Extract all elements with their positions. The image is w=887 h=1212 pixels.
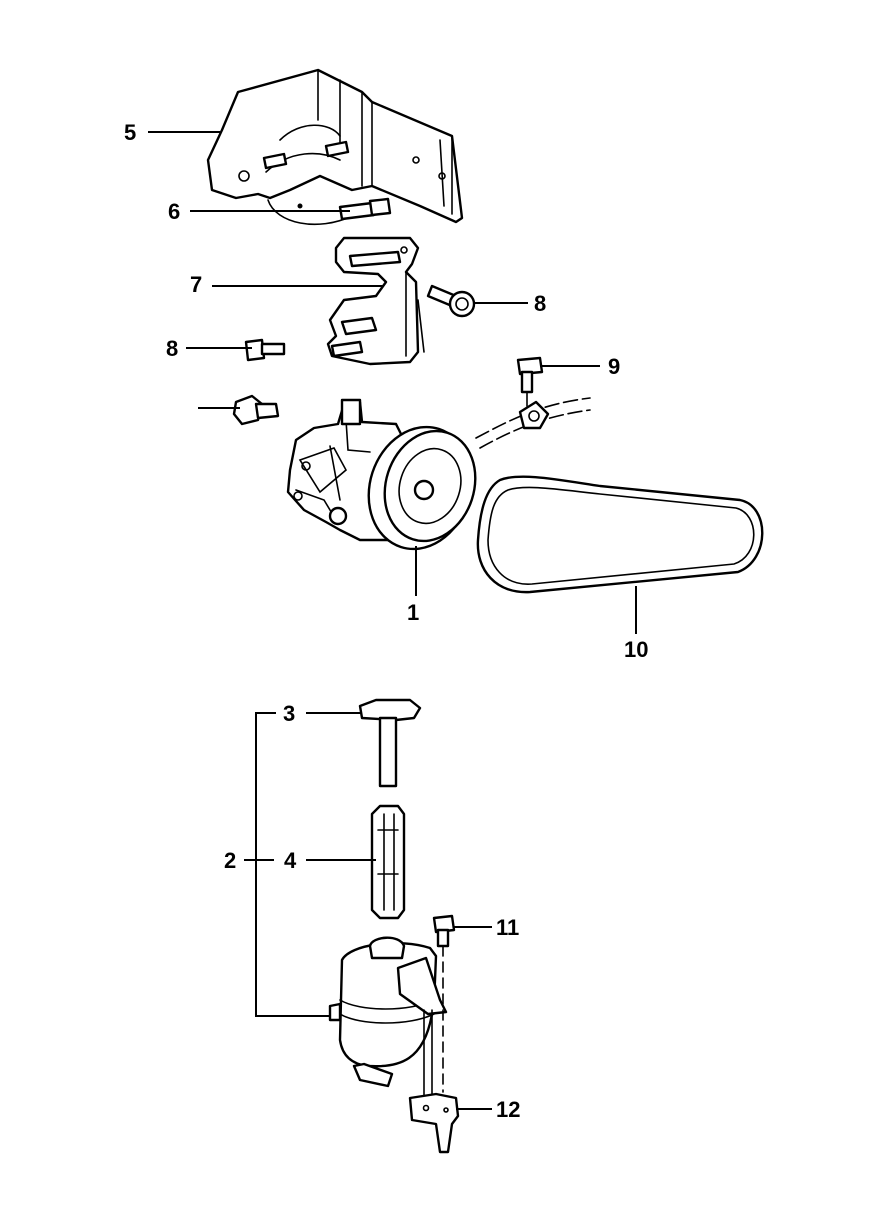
- power-steering-pump: [286, 398, 477, 551]
- callout-3: 3: [283, 701, 296, 726]
- callout-2: 2: [224, 848, 237, 873]
- mounting-bracket: [206, 68, 464, 226]
- reservoir-bracket: [408, 1009, 460, 1154]
- bolt-9: [516, 356, 544, 407]
- v-belt: [476, 475, 764, 594]
- callout-5: 5: [124, 120, 137, 145]
- leader-lines: [148, 131, 637, 1110]
- strainer: [370, 804, 406, 920]
- callout-11: 11: [496, 915, 520, 940]
- bolt-11: [432, 914, 456, 1093]
- callout-1: 1: [407, 600, 420, 625]
- callout-9: 9: [608, 354, 621, 379]
- callout-8-lower: 8: [166, 336, 179, 361]
- hose-fitting: [232, 394, 280, 426]
- callout-6: 6: [168, 199, 181, 224]
- callout-4: 4: [284, 848, 297, 873]
- callout-7: 7: [190, 272, 203, 297]
- bolt-6: [297, 197, 392, 221]
- adjusting-bracket: [326, 236, 425, 366]
- bolt-8-lower: [244, 338, 286, 362]
- pressure-hose: [475, 397, 591, 449]
- callout-8-upper: 8: [534, 291, 547, 316]
- bolt-8-upper: [426, 284, 476, 318]
- callout-12: 12: [496, 1097, 521, 1122]
- reservoir: [328, 936, 448, 1088]
- callout-10: 10: [624, 637, 649, 662]
- reservoir-cap: [358, 698, 422, 788]
